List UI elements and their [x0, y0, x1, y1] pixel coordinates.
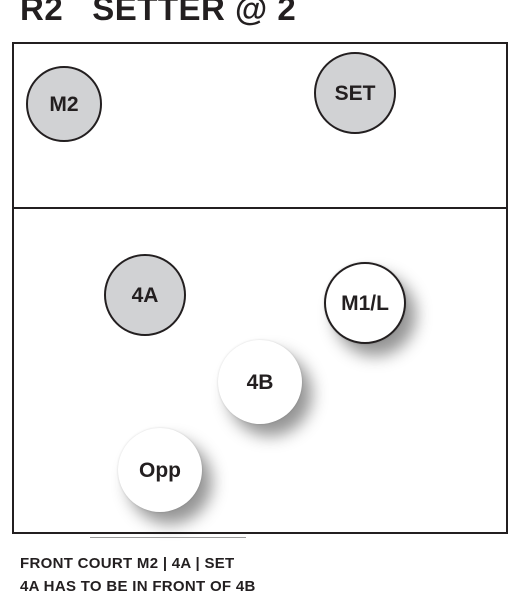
- player-opp: Opp: [118, 428, 202, 512]
- player-m2: M2: [26, 66, 102, 142]
- player-4a: 4A: [104, 254, 186, 336]
- player-4a-label: 4A: [131, 283, 159, 307]
- divider-line: [90, 537, 246, 538]
- player-m2-label: M2: [49, 92, 79, 116]
- player-set: SET: [314, 52, 396, 134]
- caption-line-1: FRONT COURT M2 | 4A | SET: [20, 555, 235, 572]
- caption-line-2: 4A HAS TO BE IN FRONT OF 4B: [20, 578, 256, 595]
- court: M2 SET 4A M1/L 4B Opp: [12, 42, 508, 534]
- net-line: [14, 207, 506, 209]
- player-m1-l-label: M1/L: [341, 291, 389, 315]
- player-4b-label: 4B: [246, 370, 274, 394]
- player-m1-l: M1/L: [324, 262, 406, 344]
- player-4b: 4B: [218, 340, 302, 424]
- player-set-label: SET: [334, 81, 376, 105]
- diagram-title: R2 SETTER @ 2: [20, 0, 297, 27]
- player-opp-label: Opp: [139, 458, 181, 482]
